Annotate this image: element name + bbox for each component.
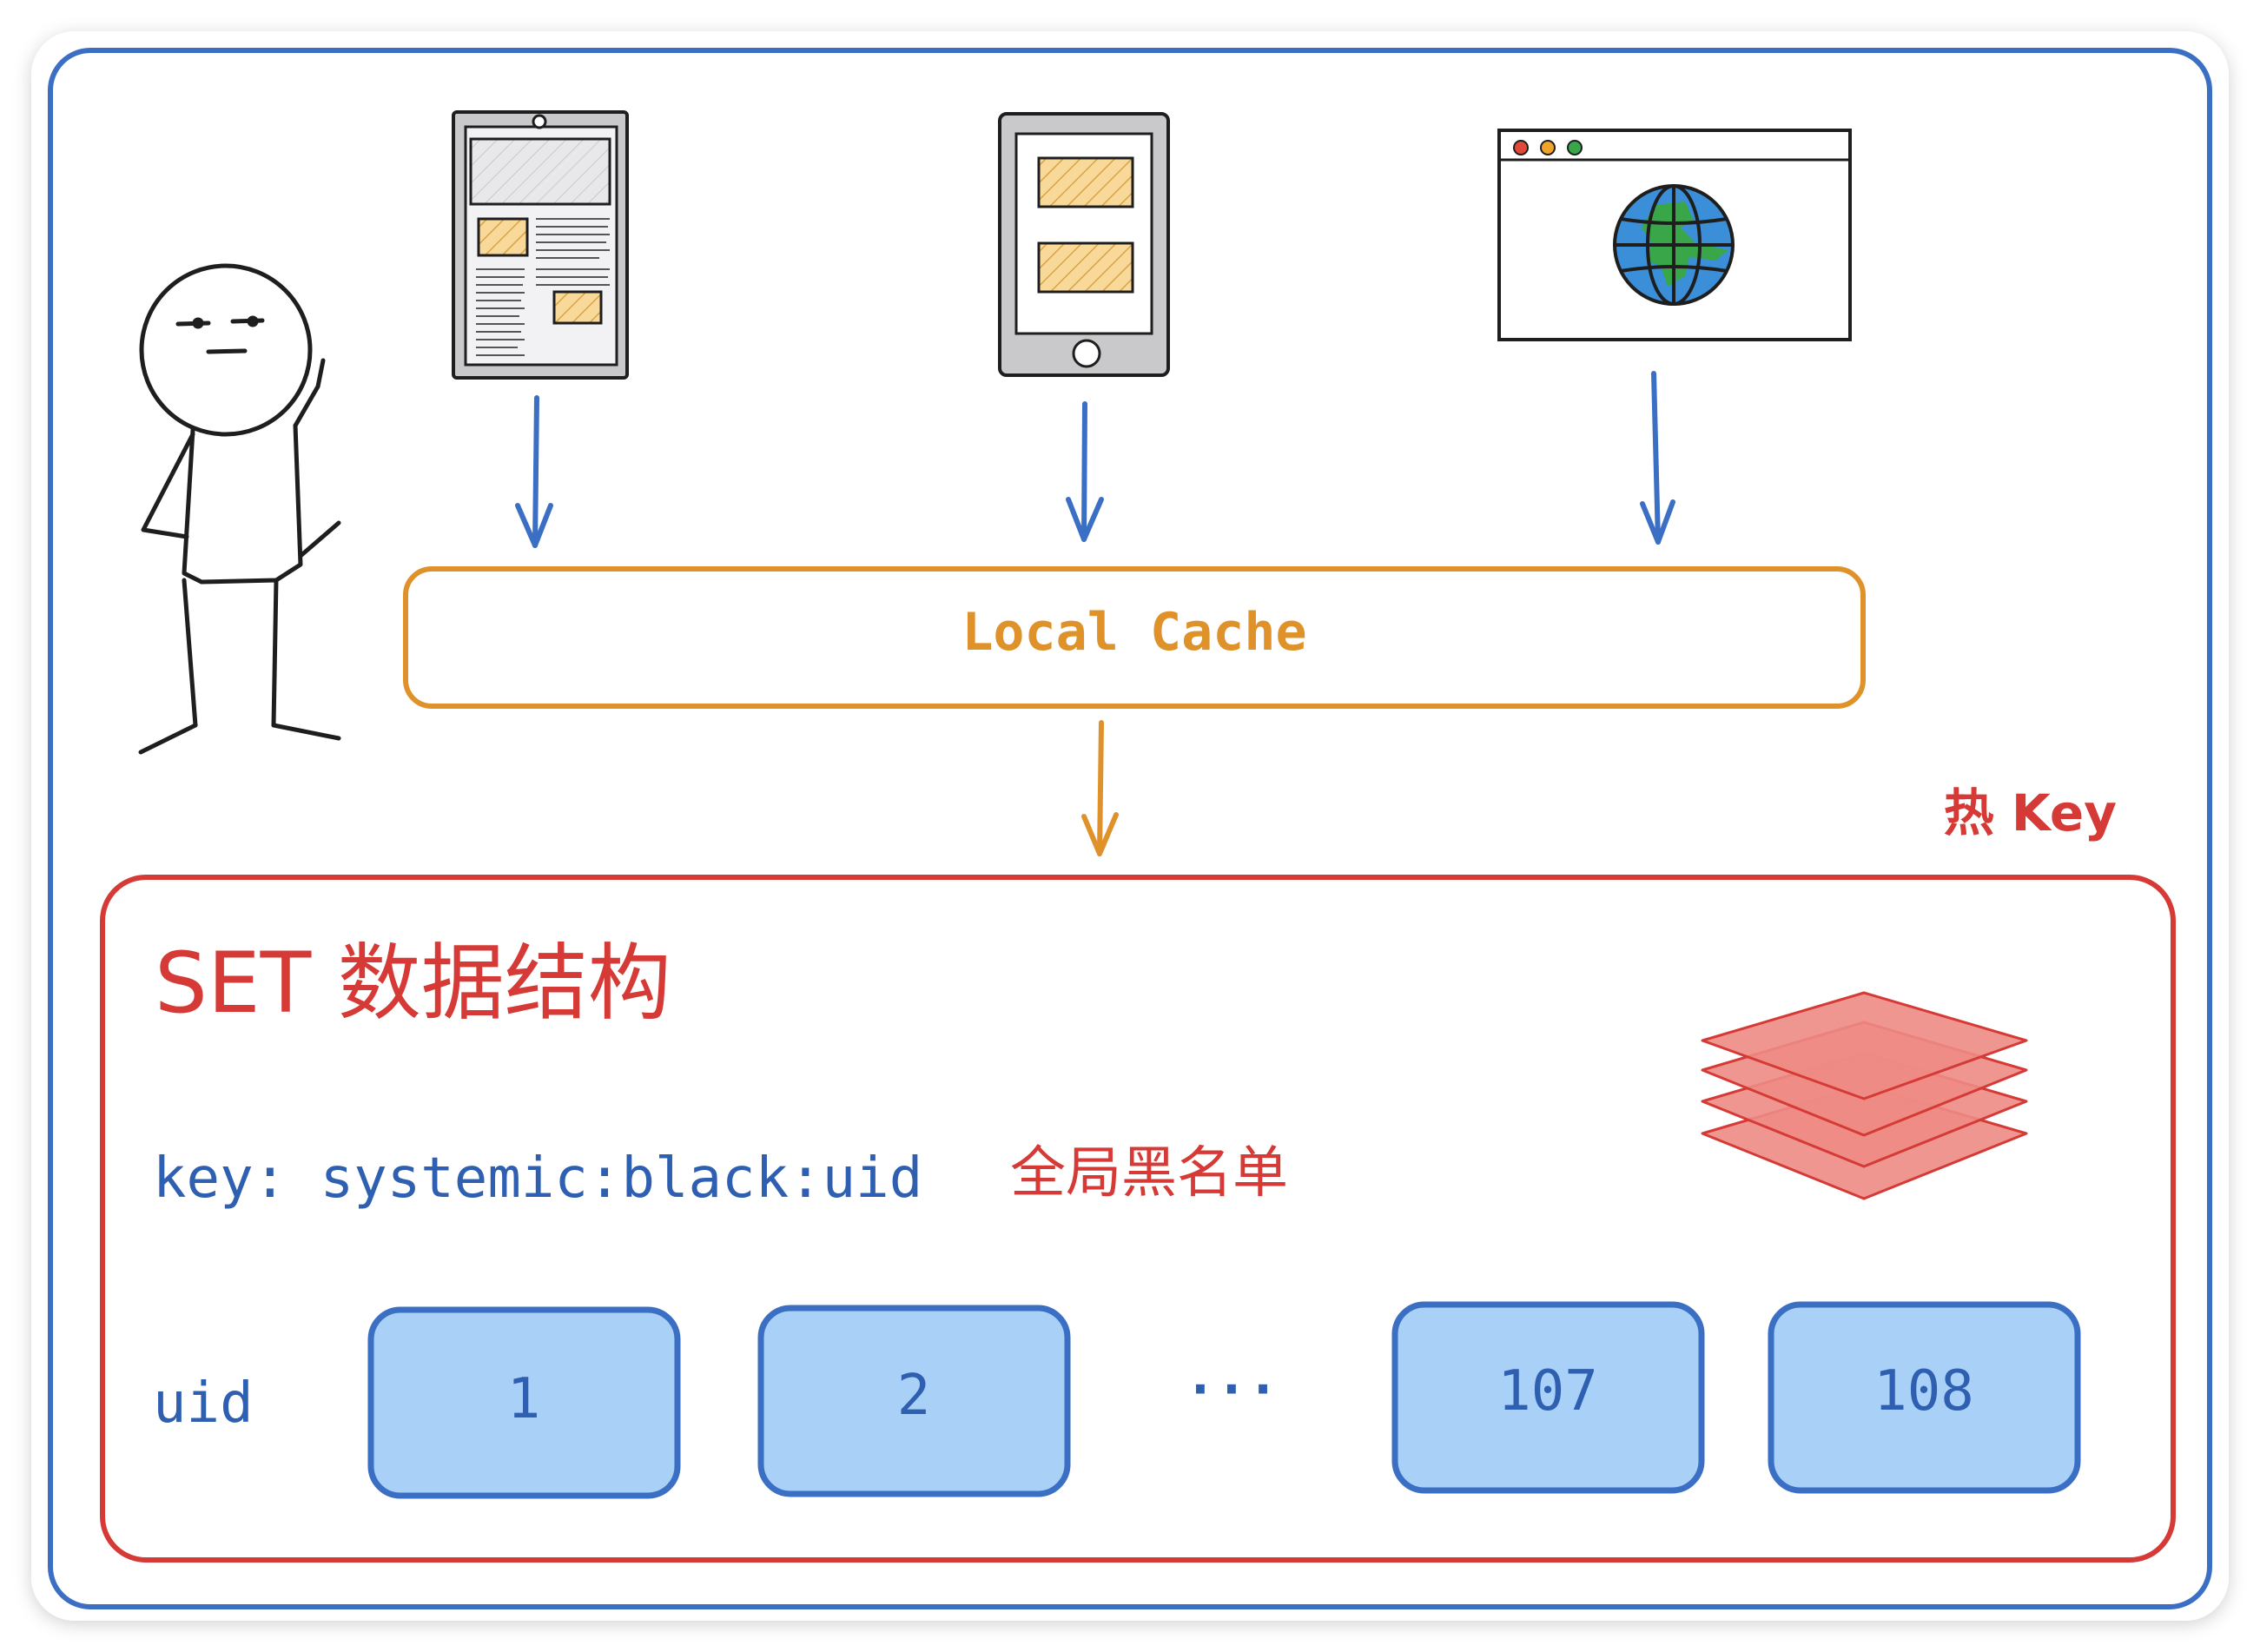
uid-box-2 — [757, 1305, 1071, 1497]
arrow-phone-to-cache — [1066, 401, 1104, 542]
phone-icon — [998, 112, 1170, 377]
arrow-tablet-to-cache — [515, 395, 553, 548]
arrow-cache-to-set — [1081, 720, 1119, 856]
local-cache-label: Local Cache — [961, 602, 1306, 663]
uid-ellipsis: ··· — [1185, 1359, 1279, 1420]
uid-value-1: 1 — [507, 1367, 541, 1431]
uid-value-107: 107 — [1497, 1359, 1598, 1424]
uid-box-108 — [1768, 1301, 2081, 1494]
set-key-note: 全局黑名单 — [1010, 1141, 1288, 1206]
layers-icon — [1701, 991, 2028, 1200]
globe-icon — [1613, 184, 1735, 306]
arrow-browser-to-cache — [1640, 371, 1675, 545]
uid-value-108: 108 — [1873, 1359, 1974, 1424]
hot-key-label: 热 Key — [1944, 783, 2117, 843]
set-key-label: key: systemic:black:uid — [153, 1146, 922, 1211]
stick-figure-icon — [138, 263, 341, 755]
uid-box-1 — [367, 1306, 681, 1499]
outer-border — [48, 48, 2212, 1609]
tablet-icon — [452, 110, 629, 380]
local-cache-box — [403, 566, 1866, 709]
uid-value-2: 2 — [897, 1364, 931, 1428]
set-title: SET 数据结构 — [155, 935, 671, 1032]
uid-row-label: uid — [153, 1371, 254, 1436]
uid-box-107 — [1391, 1301, 1705, 1494]
